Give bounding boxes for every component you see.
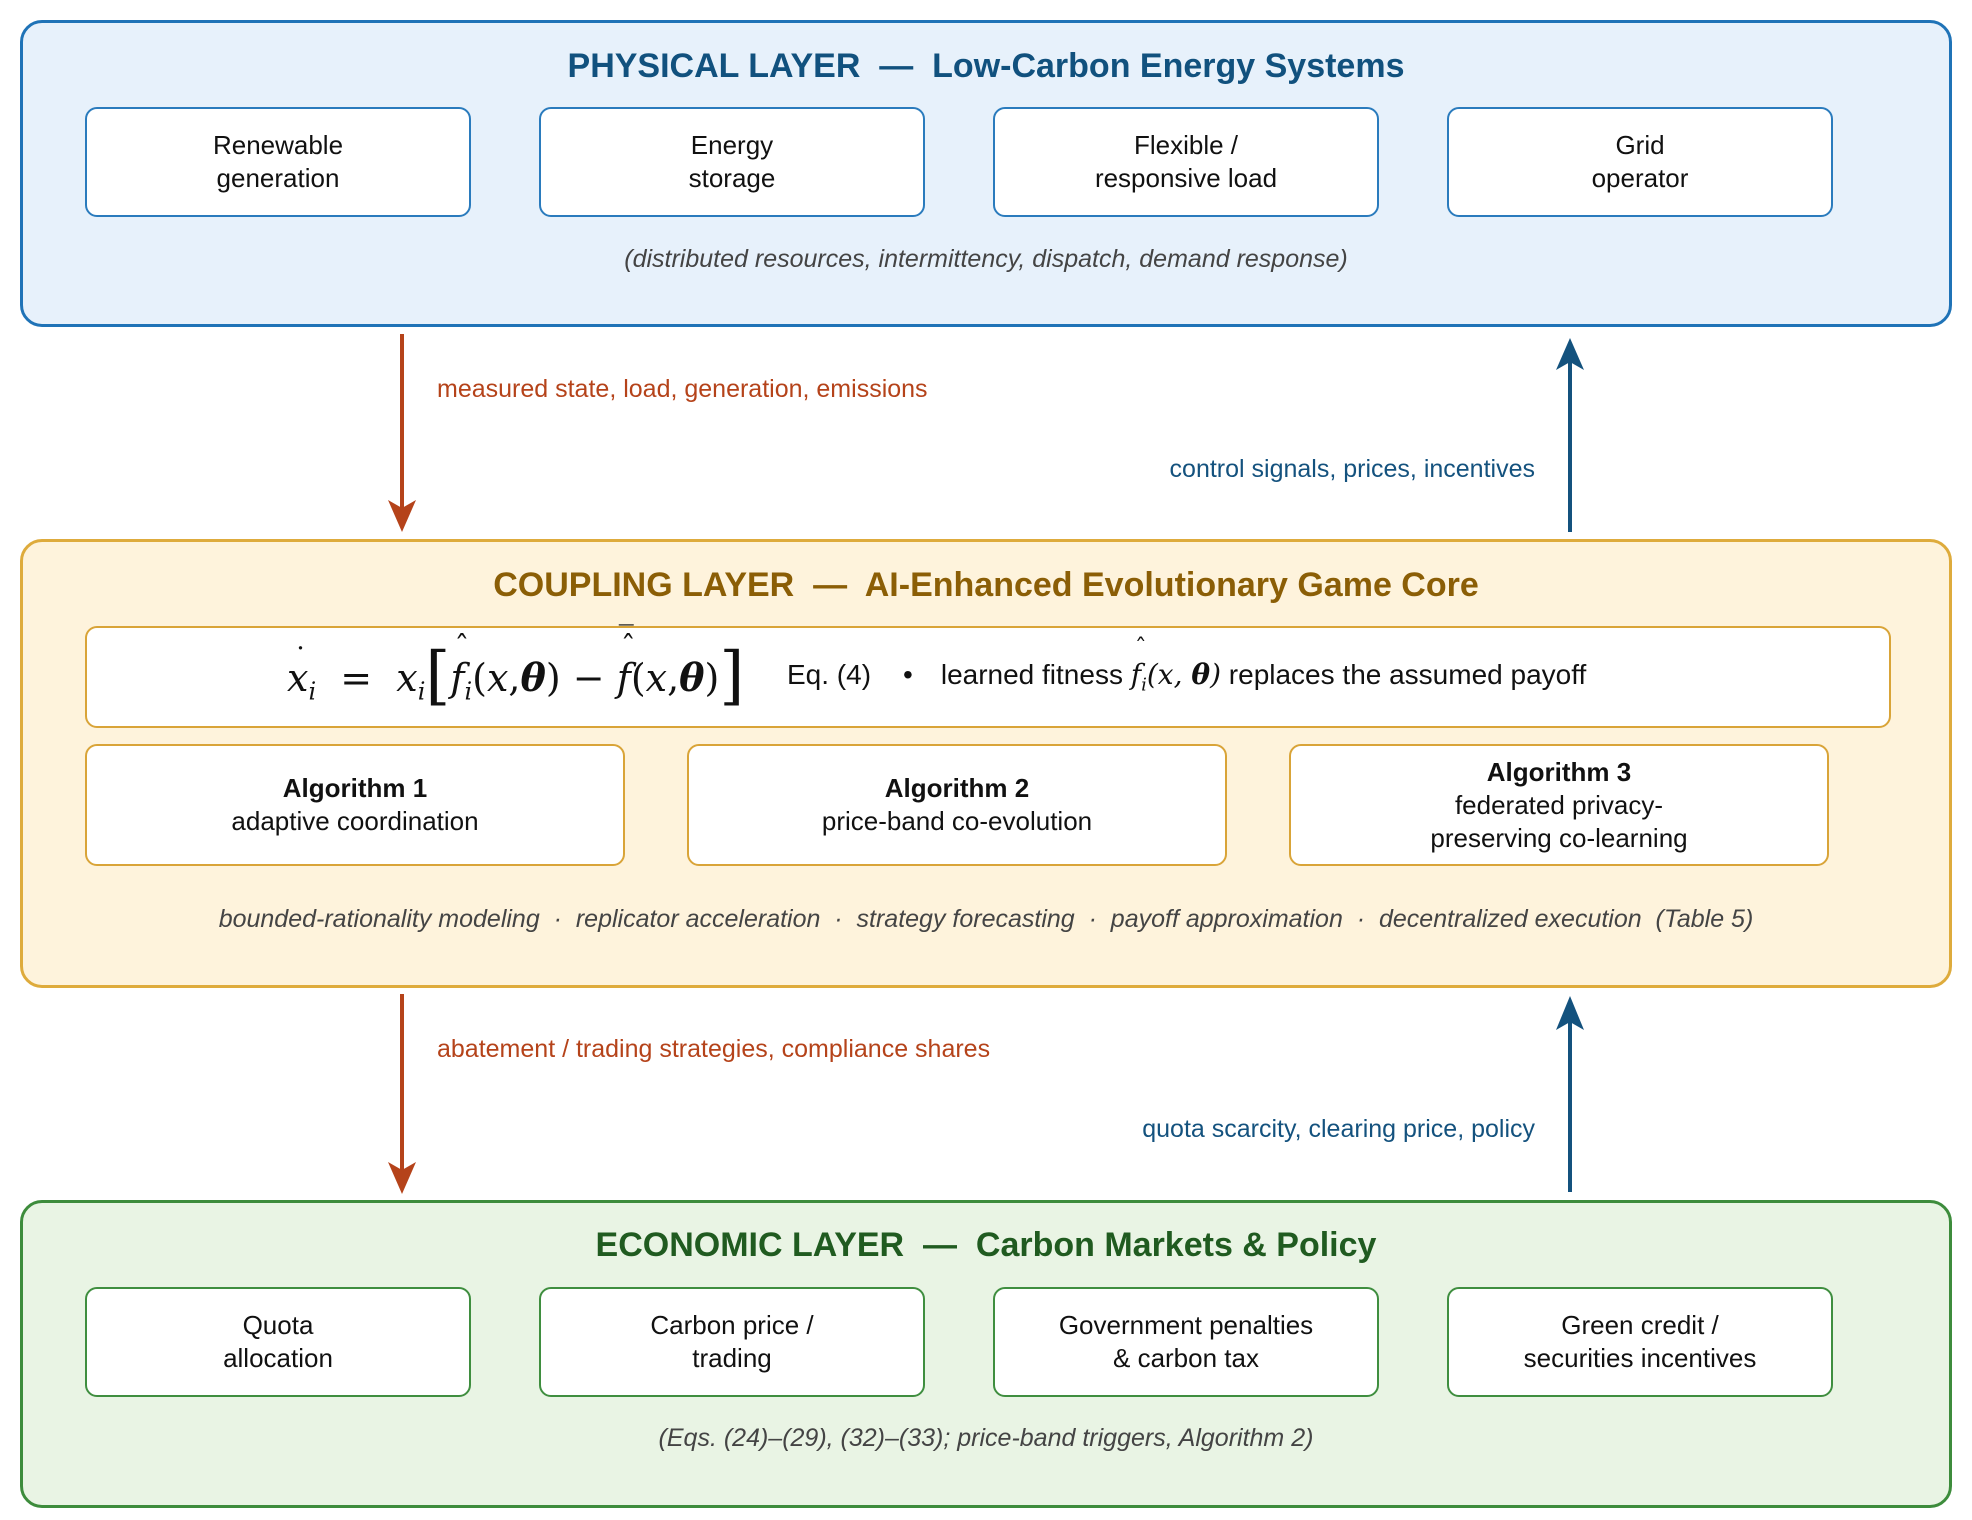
bullet-separator: • [903,659,913,690]
algorithm-description: preserving co-learning [1430,822,1688,853]
box-line: & carbon tax [1113,1343,1259,1373]
coupling-layer: COUPLING LAYER — AI-Enhanced Evolutionar… [20,539,1952,988]
box-line: generation [216,163,340,193]
up-arrow-economic-to-coupling [1556,996,1584,1192]
physical-layer-note: (distributed resources, intermittency, d… [624,245,1348,273]
physical-layer: PHYSICAL LAYER — Low-Carbon Energy Syste… [20,20,1952,327]
down-arrow-coupling-to-economic [388,994,416,1194]
algorithm-name: Algorithm 1 [282,773,428,803]
algorithm-name: Algorithm 2 [884,773,1030,803]
upper-down-flow-label: measured state, load, generation, emissi… [437,375,928,403]
learned-fitness-text: learned fitness [940,659,1123,690]
box-line: Grid [1615,130,1665,160]
grid-operator-box: Grid operator [1447,107,1833,217]
renewable-generation-box: Renewable generation [85,107,471,217]
box-line: trading [692,1343,772,1373]
coupling-layer-note: bounded-rationality modeling · replicato… [218,905,1754,933]
energy-storage-box: Energy storage [539,107,925,217]
box-line: Government penalties [1058,1310,1314,1340]
quota-allocation-box: Quota allocation [85,1287,471,1397]
up-arrow-coupling-to-physical [1556,338,1584,532]
assumed-payoff-text: replaces the assumed payoff [1228,659,1587,690]
coupling-layer-title: COUPLING LAYER — AI-Enhanced Evolutionar… [493,566,1479,604]
government-penalties-box: Government penalties & carbon tax [993,1287,1379,1397]
box-line: responsive load [1094,163,1278,193]
lower-down-flow-label: abatement / trading strategies, complian… [437,1035,991,1063]
flexible-load-box: Flexible / responsive load [993,107,1379,217]
equation-reference: Eq. (4) [787,659,872,690]
box-line: storage [688,163,776,193]
economic-layer-title: ECONOMIC LAYER — Carbon Markets & Policy [595,1226,1377,1264]
economic-layer: ECONOMIC LAYER — Carbon Markets & Policy… [20,1200,1952,1508]
box-line: operator [1591,163,1689,193]
box-line: securities incentives [1523,1343,1757,1373]
economic-layer-note: (Eqs. (24)–(29), (32)–(33); price-band t… [658,1424,1314,1452]
algorithm-2-box: Algorithm 2 price-band co-evolution [687,744,1227,866]
algorithm-1-box: Algorithm 1 adaptive coordination [85,744,625,866]
box-line: Green credit / [1561,1310,1719,1340]
box-line: allocation [223,1343,333,1373]
box-line: Flexible / [1133,130,1239,160]
green-credit-box: Green credit / securities incentives [1447,1287,1833,1397]
algorithm-description: federated privacy- [1454,789,1664,820]
box-line: Carbon price / [650,1310,814,1340]
algorithm-description: adaptive coordination [231,806,479,836]
upper-up-flow-label: control signals, prices, incentives [1169,455,1535,483]
down-arrow-physical-to-coupling [388,334,416,532]
box-line: Energy [690,130,774,160]
box-line: Renewable [212,130,344,160]
physical-layer-title: PHYSICAL LAYER — Low-Carbon Energy Syste… [567,47,1405,85]
algorithm-description: price-band co-evolution [821,806,1093,836]
lower-up-flow-label: quota scarcity, clearing price, policy [1142,1115,1535,1143]
box-line: Quota [242,1310,314,1340]
carbon-price-trading-box: Carbon price / trading [539,1287,925,1397]
algorithm-3-box: Algorithm 3 federated privacy- preservin… [1289,744,1829,866]
algorithm-name: Algorithm 3 [1486,756,1632,787]
